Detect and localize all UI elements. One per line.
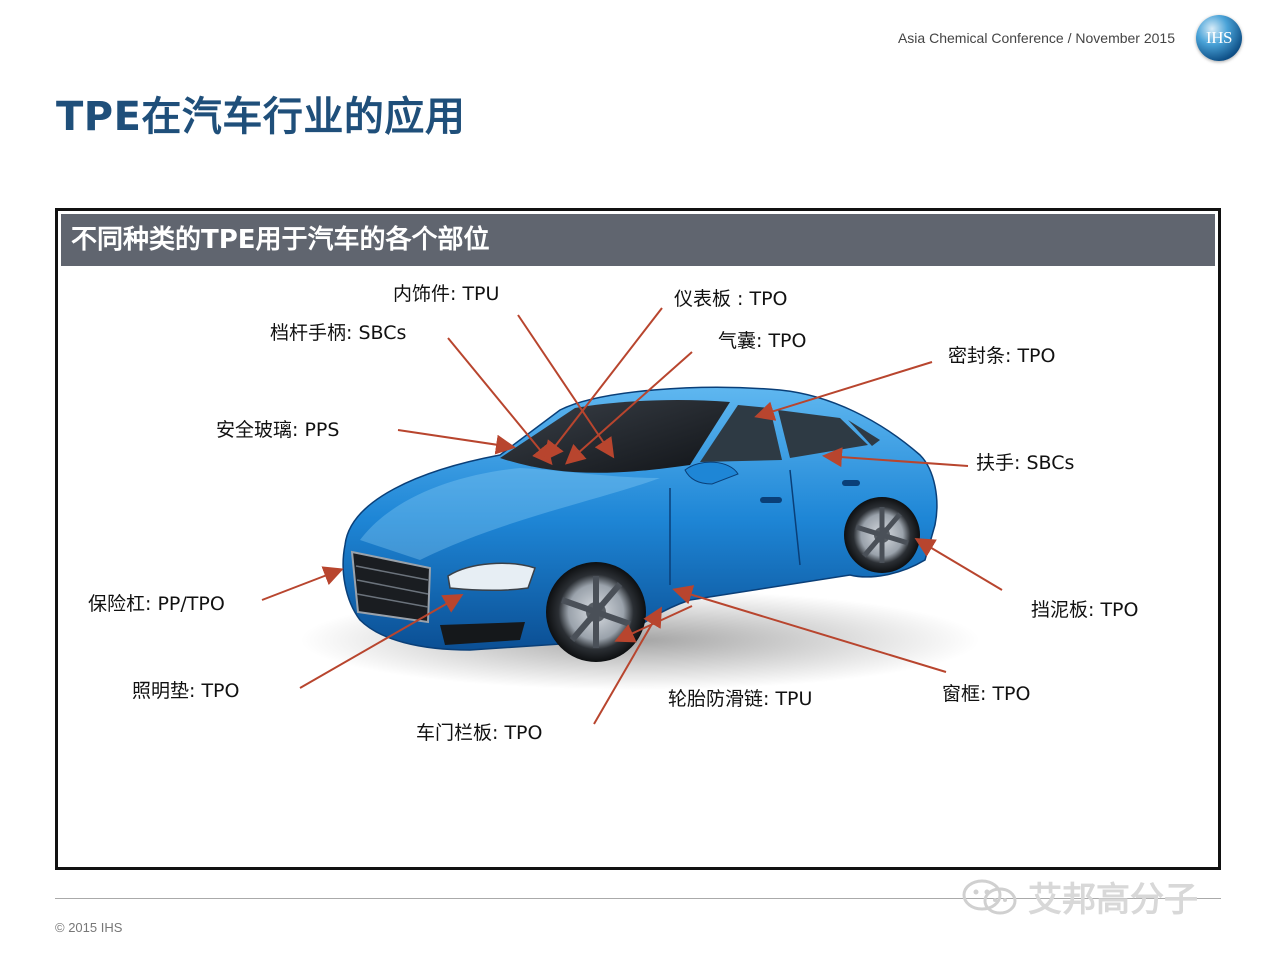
label-tire-chain: 轮胎防滑链: TPU (668, 688, 813, 710)
label-handle: 扶手: SBCs (976, 452, 1075, 474)
label-interior: 内饰件: TPU (393, 283, 500, 305)
label-bumper: 保险杠: PP/TPO (88, 593, 225, 615)
label-door-panel: 车门栏板: TPO (416, 722, 543, 744)
logo-text: IHS (1206, 28, 1232, 47)
label-fender: 挡泥板: TPO (1031, 599, 1139, 621)
copyright: © 2015 IHS (55, 920, 123, 935)
label-dashboard: 仪表板 : TPO (674, 288, 788, 310)
footer-divider (55, 898, 1221, 899)
content-panel: 不同种类的TPE用于汽车的各个部位 (55, 208, 1221, 870)
slide-title: TPE在汽车行业的应用 (56, 94, 466, 140)
label-airbag: 气囊: TPO (718, 330, 807, 352)
watermark: 艾邦高分子 (960, 872, 1198, 921)
label-window-frame: 窗框: TPO (942, 683, 1031, 705)
wechat-icon (962, 879, 1017, 914)
label-seal: 密封条: TPO (948, 345, 1056, 367)
ihs-logo: IHS (1196, 15, 1242, 61)
watermark-text: 艾邦高分子 (1028, 880, 1198, 920)
conference-label: Asia Chemical Conference / November 2015 (897, 30, 1175, 46)
label-light-pad: 照明垫: TPO (132, 680, 240, 702)
label-safety-glass: 安全玻璃: PPS (216, 419, 340, 441)
label-gear-handle: 档杆手柄: SBCs (270, 322, 407, 344)
panel-heading: 不同种类的TPE用于汽车的各个部位 (61, 214, 1215, 266)
